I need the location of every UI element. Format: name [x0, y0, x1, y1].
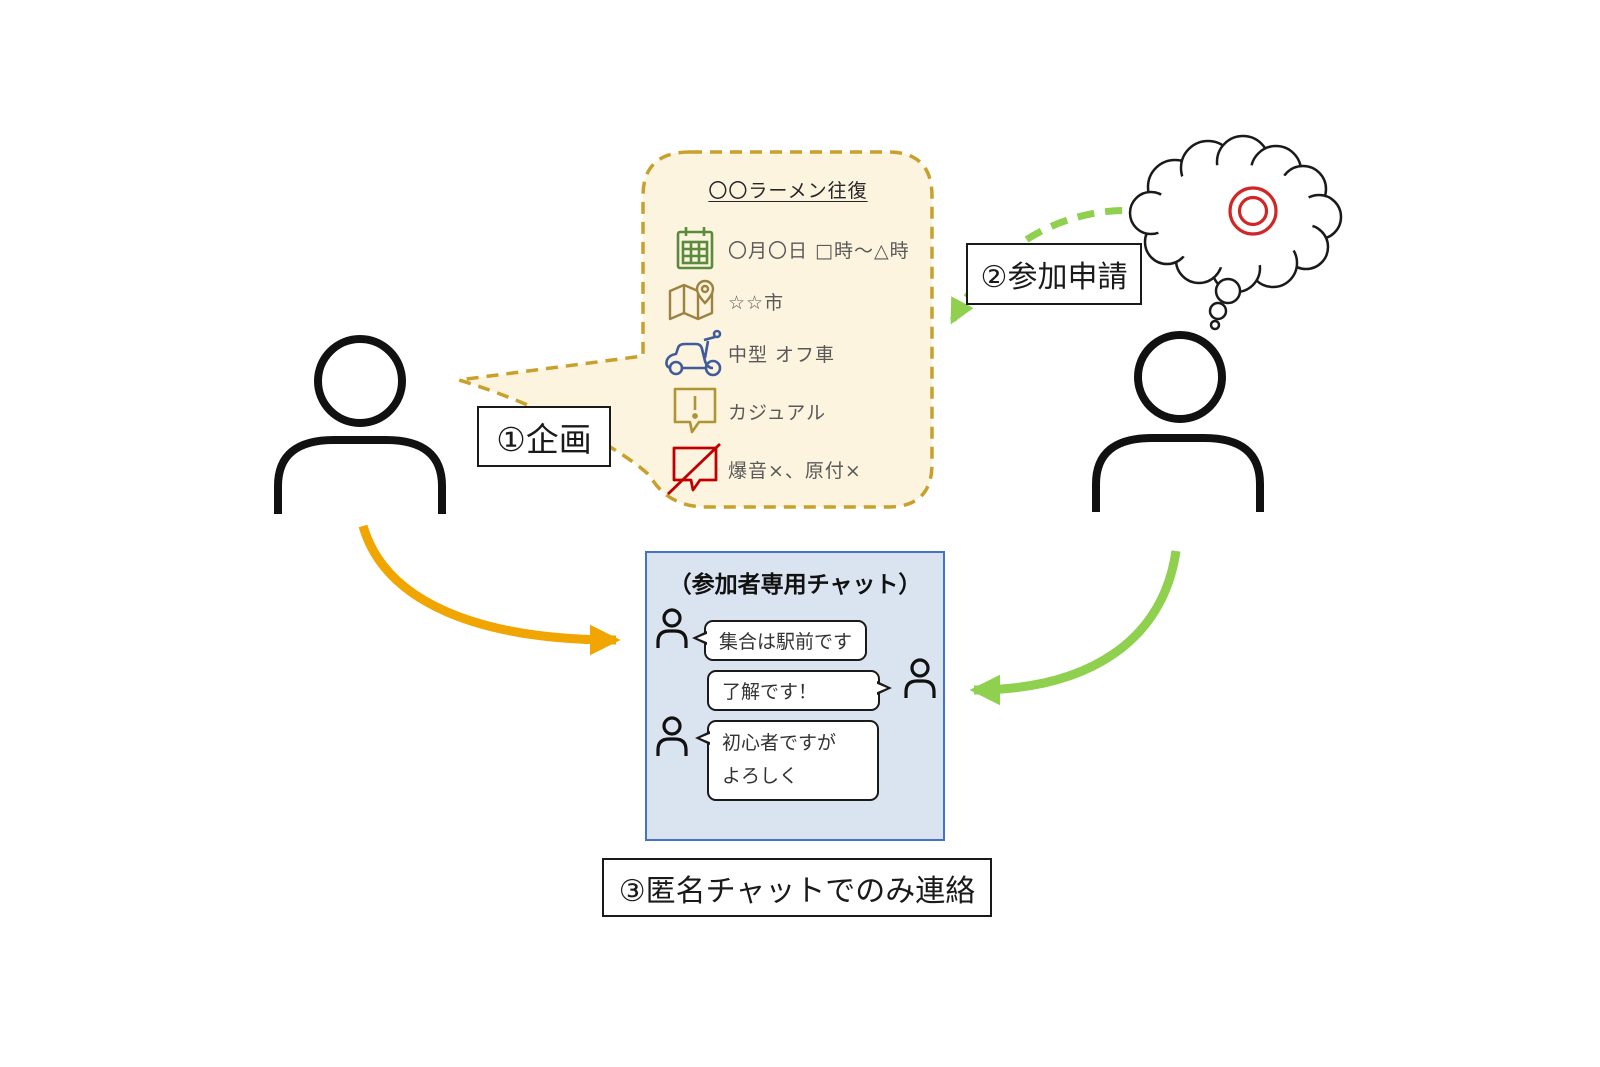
participants-chat-panel: （参加者専用チャット） 集合は駅前です 了解です！ 初心者ですが よろしく — [645, 551, 945, 841]
plan-item-label: ☆☆市 — [728, 291, 785, 314]
plan-item-label: 〇月〇日 □時～△時 — [728, 239, 910, 262]
planner-to-chat-arrow — [358, 524, 621, 656]
participant-to-chat-arrow — [969, 550, 1181, 706]
person-icon — [655, 608, 689, 650]
plan-item-label: 爆音×、原付× — [728, 459, 862, 482]
chat-message: 了解です！ — [707, 670, 892, 711]
person-icon — [274, 335, 446, 514]
double-circle-icon — [1228, 186, 1278, 236]
person-icon — [655, 716, 689, 758]
no-chat-bubble-icon — [662, 440, 728, 498]
exclamation-bubble-icon — [662, 386, 728, 436]
plan-title: 〇〇ラーメン往復 — [708, 180, 868, 202]
chat-message: 初心者ですが よろしく — [695, 720, 879, 801]
scooter-icon — [662, 328, 728, 378]
plan-item-row: カジュアル — [662, 384, 928, 438]
plan-item-row: 中型 オフ車 — [662, 326, 928, 380]
person-icon — [903, 658, 937, 700]
thought-trail-bubbles — [1208, 277, 1242, 331]
map-pin-icon — [662, 279, 728, 323]
person-icon — [1092, 331, 1264, 512]
plan-item-label: 中型 オフ車 — [728, 343, 836, 366]
plan-item-row: 爆音×、原付× — [662, 442, 928, 496]
thought-cloud-icon — [1128, 134, 1343, 294]
step2-join-request-label: ②参加申請 — [966, 243, 1142, 305]
plan-item-row: 〇月〇日 □時～△時 — [662, 222, 928, 276]
chat-message: 集合は駅前です — [691, 620, 868, 661]
chat-title: （参加者専用チャット） — [668, 572, 922, 598]
step3-anonymous-chat-label: ③匿名チャットでのみ連絡 — [602, 858, 992, 917]
step1-plan-label: ①企画 — [477, 406, 611, 467]
plan-item-row: ☆☆市 — [662, 274, 928, 328]
calendar-icon — [662, 226, 728, 272]
plan-item-label: カジュアル — [728, 401, 827, 424]
